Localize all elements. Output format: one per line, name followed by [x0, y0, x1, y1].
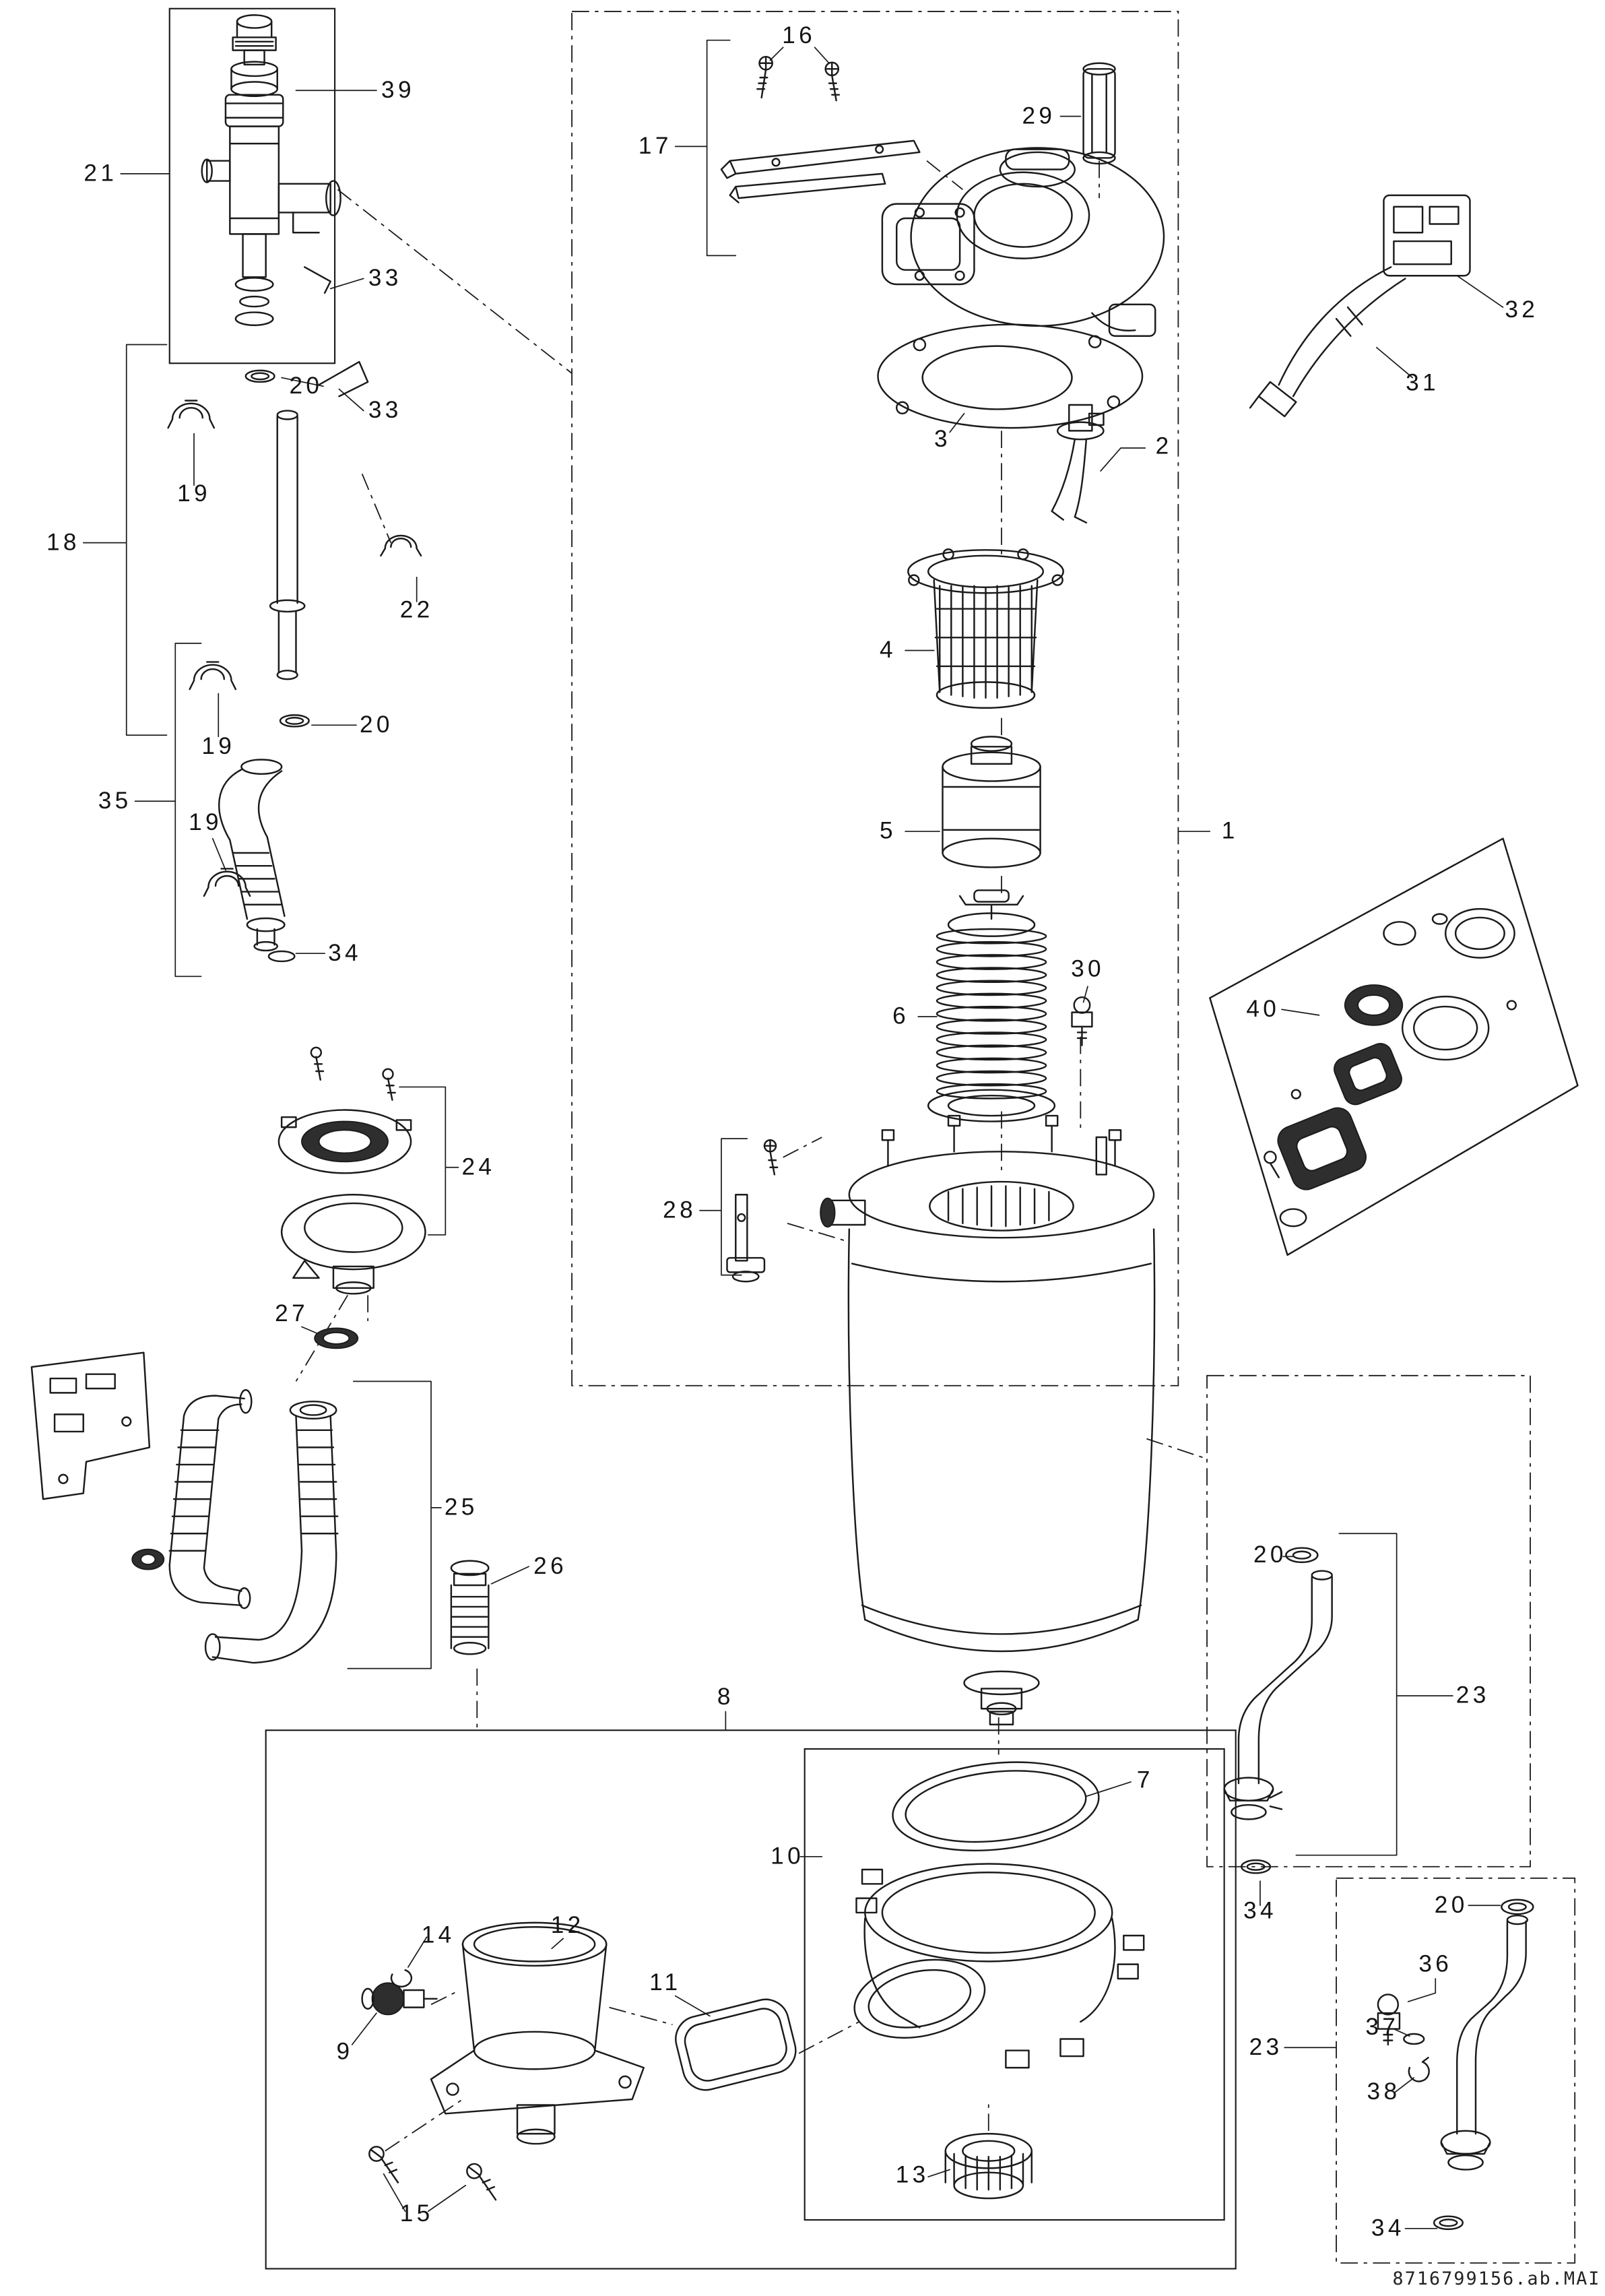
callout-20: 20 [1435, 1892, 1468, 1918]
restrictor-29-drawing [1082, 62, 1116, 165]
callout-39: 39 [381, 77, 415, 103]
callout-28: 28 [663, 1197, 696, 1223]
burner-4-drawing [907, 548, 1064, 709]
callout-8: 8 [717, 1684, 734, 1710]
sensor-30-drawing [1071, 996, 1093, 1046]
callout-26: 26 [533, 1553, 567, 1579]
alignment-lines [295, 160, 1208, 2152]
callout-10: 10 [771, 1843, 804, 1869]
retaining-pin-icon [304, 266, 331, 294]
frame-fan-box-group [265, 1729, 1237, 2270]
callout-24: 24 [462, 1153, 496, 1180]
spring-clip-drawings [167, 400, 251, 897]
callout-19: 19 [201, 733, 235, 759]
callout-21: 21 [84, 160, 117, 187]
callout-33: 33 [368, 265, 402, 291]
callout-20: 20 [290, 373, 323, 399]
callout-34: 34 [1371, 2214, 1405, 2241]
callout-6: 6 [892, 1003, 909, 1029]
fill-valve-assembly-drawing [201, 14, 369, 397]
frame-valve-group [168, 7, 336, 364]
top-gasket-drawing [877, 323, 1144, 429]
callout-11: 11 [649, 1969, 681, 1996]
hose-26-icon [450, 1560, 490, 1576]
callout-32: 32 [1505, 296, 1538, 323]
callout-31: 31 [1406, 370, 1439, 396]
callout-18: 18 [46, 529, 80, 555]
retaining-wire-icon [318, 360, 369, 397]
callout-12: 12 [551, 1912, 585, 1938]
callout-34: 34 [328, 940, 362, 966]
frame-air-housing-group [804, 1748, 1225, 2221]
callout-34: 34 [1243, 1897, 1277, 1923]
callout-7: 7 [1137, 1767, 1154, 1793]
air-box-drawing [853, 1761, 1145, 2200]
callout-5: 5 [880, 818, 896, 844]
callout-25: 25 [445, 1494, 478, 1521]
bracket-28-drawing [726, 1139, 779, 1283]
callout-29: 29 [1022, 102, 1056, 129]
heat-exchanger-drawing [820, 1114, 1156, 1725]
electrode-2-drawing [1051, 404, 1105, 524]
inlet-pipe-drawing [269, 410, 422, 728]
bellows-6-drawing [927, 889, 1056, 1122]
callout-14: 14 [422, 1922, 455, 1948]
sensor-9-icon [371, 1982, 405, 2016]
callout-1: 1 [1222, 818, 1239, 844]
clip-22-icon [380, 534, 422, 557]
callout-22: 22 [400, 596, 434, 623]
callout-19: 19 [177, 480, 211, 507]
callout-20: 20 [1253, 1541, 1287, 1568]
callout-17: 17 [638, 133, 672, 159]
group-dash-frames [571, 11, 1576, 2264]
drawing-number: 8716799156.ab.MAI [1393, 2268, 1601, 2289]
callout-16: 16 [782, 22, 816, 49]
callout-27: 27 [275, 1300, 308, 1327]
group-frames [168, 7, 1237, 2270]
o-ring-dark-icon [131, 1548, 165, 1570]
hose-group-drawing [30, 1351, 490, 1664]
electrode-cable-drawing [1249, 194, 1471, 418]
condensate-cup-drawing [361, 1921, 797, 2201]
callout-4: 4 [880, 637, 896, 663]
siphon-pipe-drawing [218, 759, 296, 963]
seal-ring-27-icon [314, 1327, 359, 1349]
dash-frame-pipe-group-upper [1206, 1374, 1531, 1868]
callout-2: 2 [1156, 433, 1173, 459]
callout-3: 3 [934, 426, 951, 452]
cylinder-5-drawing [942, 736, 1041, 868]
callout-20: 20 [360, 711, 393, 738]
o-ring-37-icon [1403, 2033, 1425, 2045]
valve-36-icon [1377, 1994, 1400, 2016]
callout-33: 33 [368, 397, 402, 423]
callout-labels: 3921332033191822201935193424272526161729… [46, 22, 1538, 2241]
callout-9: 9 [337, 2038, 354, 2064]
callout-40: 40 [1246, 996, 1280, 1022]
callout-13: 13 [896, 2162, 929, 2188]
bracket-plates-drawing [720, 55, 921, 203]
fan-assembly-drawing [881, 147, 1165, 337]
callout-35: 35 [98, 788, 132, 814]
callout-19: 19 [189, 809, 222, 835]
c-clip-38-icon [1408, 2056, 1430, 2082]
dash-frame-heatcell-group [571, 11, 1179, 1386]
callout-38: 38 [1367, 2078, 1401, 2105]
dash-frame-pipe-group-lower [1336, 1877, 1576, 2264]
callout-23: 23 [1456, 1682, 1490, 1709]
callout-36: 36 [1418, 1950, 1452, 1977]
pump-head-drawing [277, 1046, 426, 1349]
pipe-upper-right-drawing [1223, 1547, 1333, 1874]
gasket-set-40-drawing [1209, 837, 1579, 1256]
callout-37: 37 [1365, 2014, 1399, 2040]
callout-23: 23 [1249, 2034, 1283, 2060]
pipe-lower-right-drawing [1377, 1899, 1534, 2231]
clip-14-icon [390, 1969, 413, 1988]
callout-15: 15 [400, 2200, 434, 2227]
callout-30: 30 [1071, 955, 1105, 982]
